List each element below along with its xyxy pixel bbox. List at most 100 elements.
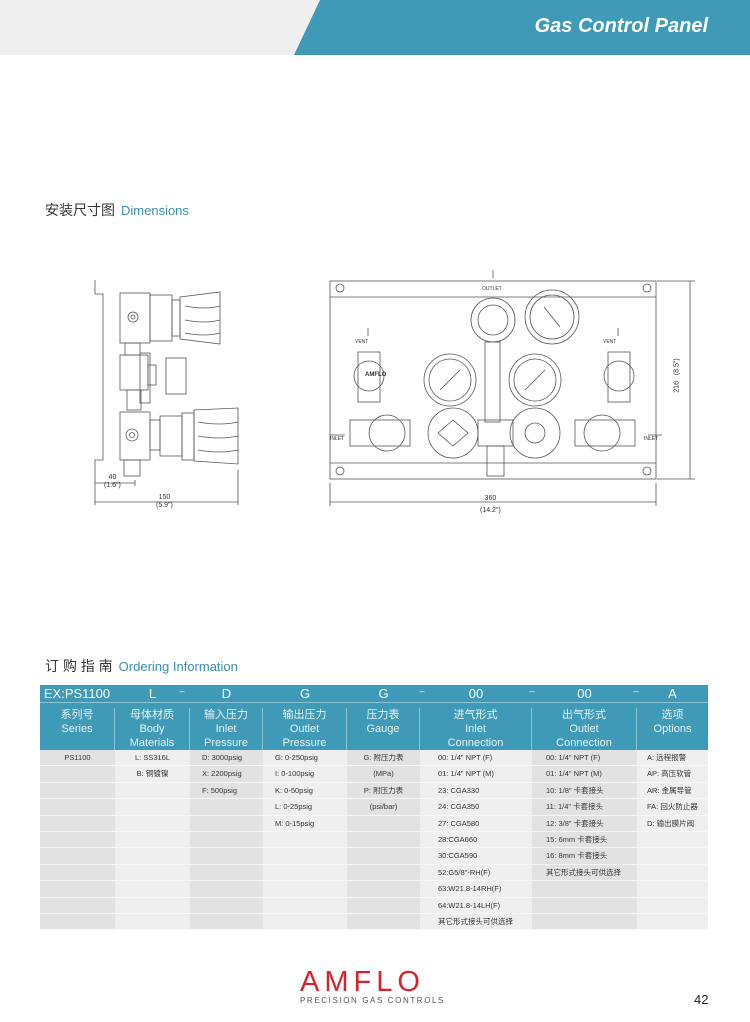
table-cell — [532, 914, 637, 931]
table-cell — [347, 914, 420, 931]
column-header-en2: Connection — [447, 737, 504, 749]
table-cell — [347, 832, 420, 849]
table-cell: A: 远程报警 — [637, 750, 708, 767]
dimension-150: 150(5.9") — [156, 494, 173, 509]
example-code-5: 00 — [468, 686, 484, 701]
table-cell: L: 0-25psig — [263, 799, 347, 816]
table-cell — [190, 799, 263, 816]
column-header: 系列号 Series — [40, 708, 115, 750]
table-column: PS1100 — [40, 750, 115, 931]
column-header-en1: Series — [61, 723, 93, 735]
side-view-drawing — [94, 280, 239, 505]
code-separator-0: – — [179, 686, 185, 696]
table-cell — [263, 898, 347, 914]
column-header-en1: Outlet — [289, 723, 320, 735]
table-cell — [263, 848, 347, 865]
table-cell: L: SS316L — [115, 750, 190, 767]
table-cell: 23: CGA330 — [420, 783, 532, 800]
column-header-en2 — [40, 736, 114, 750]
table-cell: 01: 1/4" NPT (M) — [532, 766, 637, 783]
table-cell — [190, 848, 263, 865]
table-cell — [115, 881, 190, 898]
table-cell: B: 铜镀镍 — [115, 766, 190, 783]
table-cell — [347, 816, 420, 832]
table-cell — [347, 848, 420, 865]
table-cell — [40, 865, 115, 882]
table-cell: 01: 1/4" NPT (M) — [420, 766, 532, 783]
table-cell: K: 0-50psig — [263, 783, 347, 800]
table-cell: 16: 8mm 卡套接头 — [532, 848, 637, 865]
example-code-7: A — [668, 686, 677, 701]
code-separator-2: – — [529, 686, 535, 696]
table-cell: X: 2200psig — [190, 766, 263, 783]
table-column: 00: 1/4" NPT (F)01: 1/4" NPT (M)10: 1/8"… — [532, 750, 637, 931]
table-cell — [115, 799, 190, 816]
table-cell: D: 输出膜片阀 — [637, 816, 708, 832]
column-header-cn: 选项 — [661, 709, 684, 721]
column-header-en2: Pressure — [203, 737, 249, 749]
table-cell — [637, 832, 708, 849]
column-header-en2: Materials — [129, 737, 175, 749]
dimension-216: 216 (8.5") — [673, 358, 681, 393]
example-code-4: G — [378, 686, 389, 701]
table-cell: AR: 金属导管 — [637, 783, 708, 800]
column-header-en2 — [637, 736, 708, 750]
table-cell — [637, 865, 708, 882]
table-cell — [40, 848, 115, 865]
column-header-en2: Pressure — [282, 737, 327, 749]
column-header-en2: Connection — [556, 737, 612, 749]
table-cell — [263, 914, 347, 931]
inlet-right-label: INLET — [644, 436, 659, 442]
column-header-cn: 母体材质 — [130, 709, 174, 721]
table-cell — [190, 865, 263, 882]
table-cell — [115, 914, 190, 931]
knob-brand: AMFLO — [365, 372, 387, 378]
table-cell: 64:W21.8-14LH(F) — [420, 898, 532, 914]
table-cell: 27: CGA580 — [420, 816, 532, 832]
table-cell — [347, 865, 420, 882]
column-header-cn: 系列号 — [60, 709, 94, 721]
vent-right-label: VENT — [603, 339, 617, 345]
column-header-cn: 压力表 — [366, 709, 400, 721]
table-cell — [532, 898, 637, 914]
table-cell: AP: 高压软管 — [637, 766, 708, 783]
table-cell: 10: 1/8" 卡套接头 — [532, 783, 637, 800]
code-separator-3: – — [633, 686, 639, 696]
table-cell — [263, 832, 347, 849]
table-cell — [532, 881, 637, 898]
table-cell — [40, 898, 115, 914]
table-cell — [115, 848, 190, 865]
table-column: 00: 1/4" NPT (F)01: 1/4" NPT (M)23: CGA3… — [420, 750, 532, 931]
page-number: 42 — [694, 992, 709, 1007]
table-cell — [40, 783, 115, 800]
table-cell: 12: 3/8" 卡套接头 — [532, 816, 637, 832]
table-cell — [115, 832, 190, 849]
table-cell: FA: 回火防止器 — [637, 799, 708, 816]
column-header: 选项 Options — [637, 708, 708, 750]
table-cell: P: 附压力表 — [347, 783, 420, 800]
example-code-1: L — [148, 686, 157, 701]
table-cell — [115, 865, 190, 882]
table-cell — [115, 783, 190, 800]
column-header-en2 — [347, 736, 419, 750]
logo-tagline: PRECISION GAS CONTROLS — [300, 996, 445, 1005]
dimensions-title-en: Dimensions — [121, 203, 189, 218]
table-cell: M: 0-15psig — [263, 816, 347, 832]
table-cell — [637, 914, 708, 931]
ordering-title-en: Ordering Information — [118, 659, 238, 674]
column-header-en1: Options — [653, 723, 692, 735]
table-cell: 63:W21.8-14RH(F) — [420, 881, 532, 898]
column-header-en1: Inlet — [465, 723, 486, 735]
table-cell: D: 3000psig — [190, 750, 263, 767]
